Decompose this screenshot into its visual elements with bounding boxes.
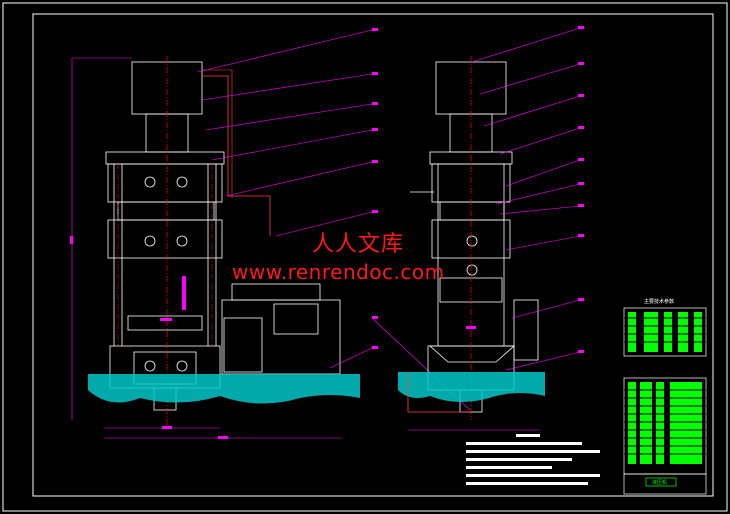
bolt-hole bbox=[176, 360, 188, 372]
side-pipe bbox=[407, 372, 470, 413]
side-view bbox=[410, 61, 539, 413]
dimension-tag bbox=[466, 326, 476, 329]
bolt-hole bbox=[466, 235, 478, 247]
bolt-hole bbox=[466, 264, 478, 276]
side-foundation bbox=[398, 372, 545, 402]
moving-beam bbox=[107, 219, 223, 259]
pump-motor bbox=[231, 283, 321, 301]
title-name-cell bbox=[645, 477, 677, 487]
work-table bbox=[127, 315, 203, 331]
front-view bbox=[105, 61, 341, 411]
upper-nut-row bbox=[105, 151, 225, 165]
side-station bbox=[513, 299, 539, 361]
oil-tank bbox=[273, 303, 319, 335]
side-base-taper bbox=[428, 345, 516, 363]
bill-of-materials bbox=[623, 377, 707, 495]
front-view-accents bbox=[70, 28, 471, 439]
side-leader-tags bbox=[578, 26, 584, 353]
dimension-tag bbox=[160, 318, 172, 321]
dimension-tag bbox=[218, 436, 228, 439]
bolt-hole bbox=[176, 176, 188, 188]
technical-notes bbox=[466, 434, 600, 485]
bolt-hole bbox=[144, 360, 156, 372]
bolt-hole bbox=[144, 176, 156, 188]
hydraulic-station bbox=[221, 299, 341, 375]
watermark-chinese: 人人文库 bbox=[312, 232, 405, 257]
side-leaders bbox=[471, 27, 581, 371]
title-block bbox=[623, 473, 707, 495]
station-door bbox=[223, 317, 263, 373]
side-slide-upper bbox=[439, 201, 505, 221]
hydraulic-pipe bbox=[202, 75, 271, 236]
dimension-tag bbox=[70, 236, 73, 244]
slide-upper bbox=[117, 201, 215, 221]
parameter-table-caption: 主要技术参数 bbox=[644, 299, 675, 305]
watermark-url: www.renrendoc.com bbox=[232, 260, 445, 284]
inner-frame bbox=[32, 13, 714, 497]
foundation-concrete bbox=[88, 374, 360, 404]
dimension-tag bbox=[182, 276, 186, 310]
front-leaders bbox=[197, 29, 471, 411]
front-leader-tags bbox=[372, 28, 378, 349]
dimension-tag bbox=[162, 426, 172, 429]
parameter-table bbox=[623, 307, 707, 357]
hydraulic-pipe bbox=[202, 69, 233, 198]
bolt-hole bbox=[144, 235, 156, 247]
title-name: 液压机 bbox=[652, 480, 668, 486]
upper-beam bbox=[107, 163, 223, 203]
side-view-accents bbox=[398, 26, 584, 431]
bolt-hole bbox=[176, 235, 188, 247]
